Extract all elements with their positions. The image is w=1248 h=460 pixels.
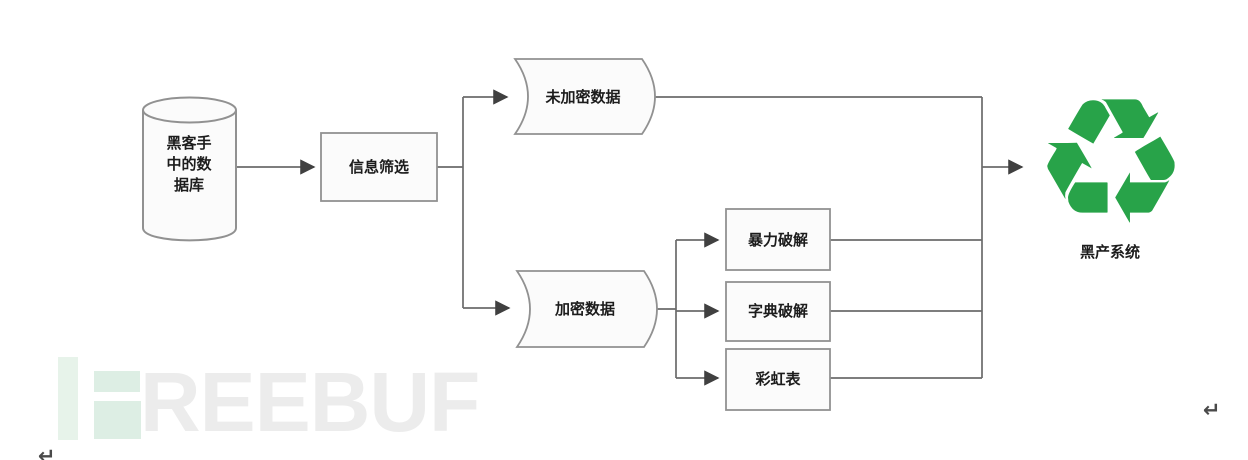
database-label-line1: 黑客手: [166, 134, 211, 152]
brute-force-box: [725, 208, 831, 271]
rainbow-table-box: [725, 348, 831, 411]
node-database: 黑客手 中的数 据库: [142, 96, 237, 242]
unencrypted-label: 未加密数据: [544, 88, 620, 106]
connectors: [236, 89, 1024, 386]
freebuf-logo-icon: [58, 357, 78, 440]
connector-filter-split: [437, 97, 464, 308]
dictionary-box: [725, 281, 831, 342]
node-dictionary: 字典破解: [725, 281, 831, 342]
node-filter: 信息筛选: [320, 132, 438, 202]
node-encrypted-data: 加密数据: [515, 270, 658, 348]
node-rainbow-table: 彩虹表: [725, 348, 831, 411]
paragraph-return-mark: ↵: [1203, 398, 1221, 422]
unencrypted-shape: [513, 58, 656, 135]
rainbow-table-label: 彩虹表: [754, 370, 801, 388]
database-label-line3: 据库: [174, 176, 204, 194]
paragraph-return-mark: ↵: [38, 444, 56, 460]
watermark-text: REEBUF: [140, 355, 480, 449]
encrypted-label: 加密数据: [554, 300, 615, 318]
freebuf-logo-icon: [94, 371, 140, 392]
node-brute-force: 暴力破解: [725, 208, 831, 271]
dictionary-label: 字典破解: [748, 302, 808, 320]
database-cylinder-body: [142, 110, 237, 242]
filter-box: [320, 132, 438, 202]
node-unencrypted-data: 未加密数据: [513, 58, 656, 135]
filter-label: 信息筛选: [349, 158, 409, 176]
database-cylinder-top: [142, 96, 237, 124]
node-black-market: ♻ 黑产系统: [1033, 62, 1190, 265]
database-label-line2: 中的数: [166, 155, 212, 173]
brute-force-label: 暴力破解: [748, 231, 808, 249]
encrypted-shape: [515, 270, 658, 348]
recycle-icon: ♻: [1033, 62, 1190, 265]
freebuf-logo-icon: [94, 401, 141, 439]
black-market-label: 黑产系统: [1080, 243, 1140, 261]
